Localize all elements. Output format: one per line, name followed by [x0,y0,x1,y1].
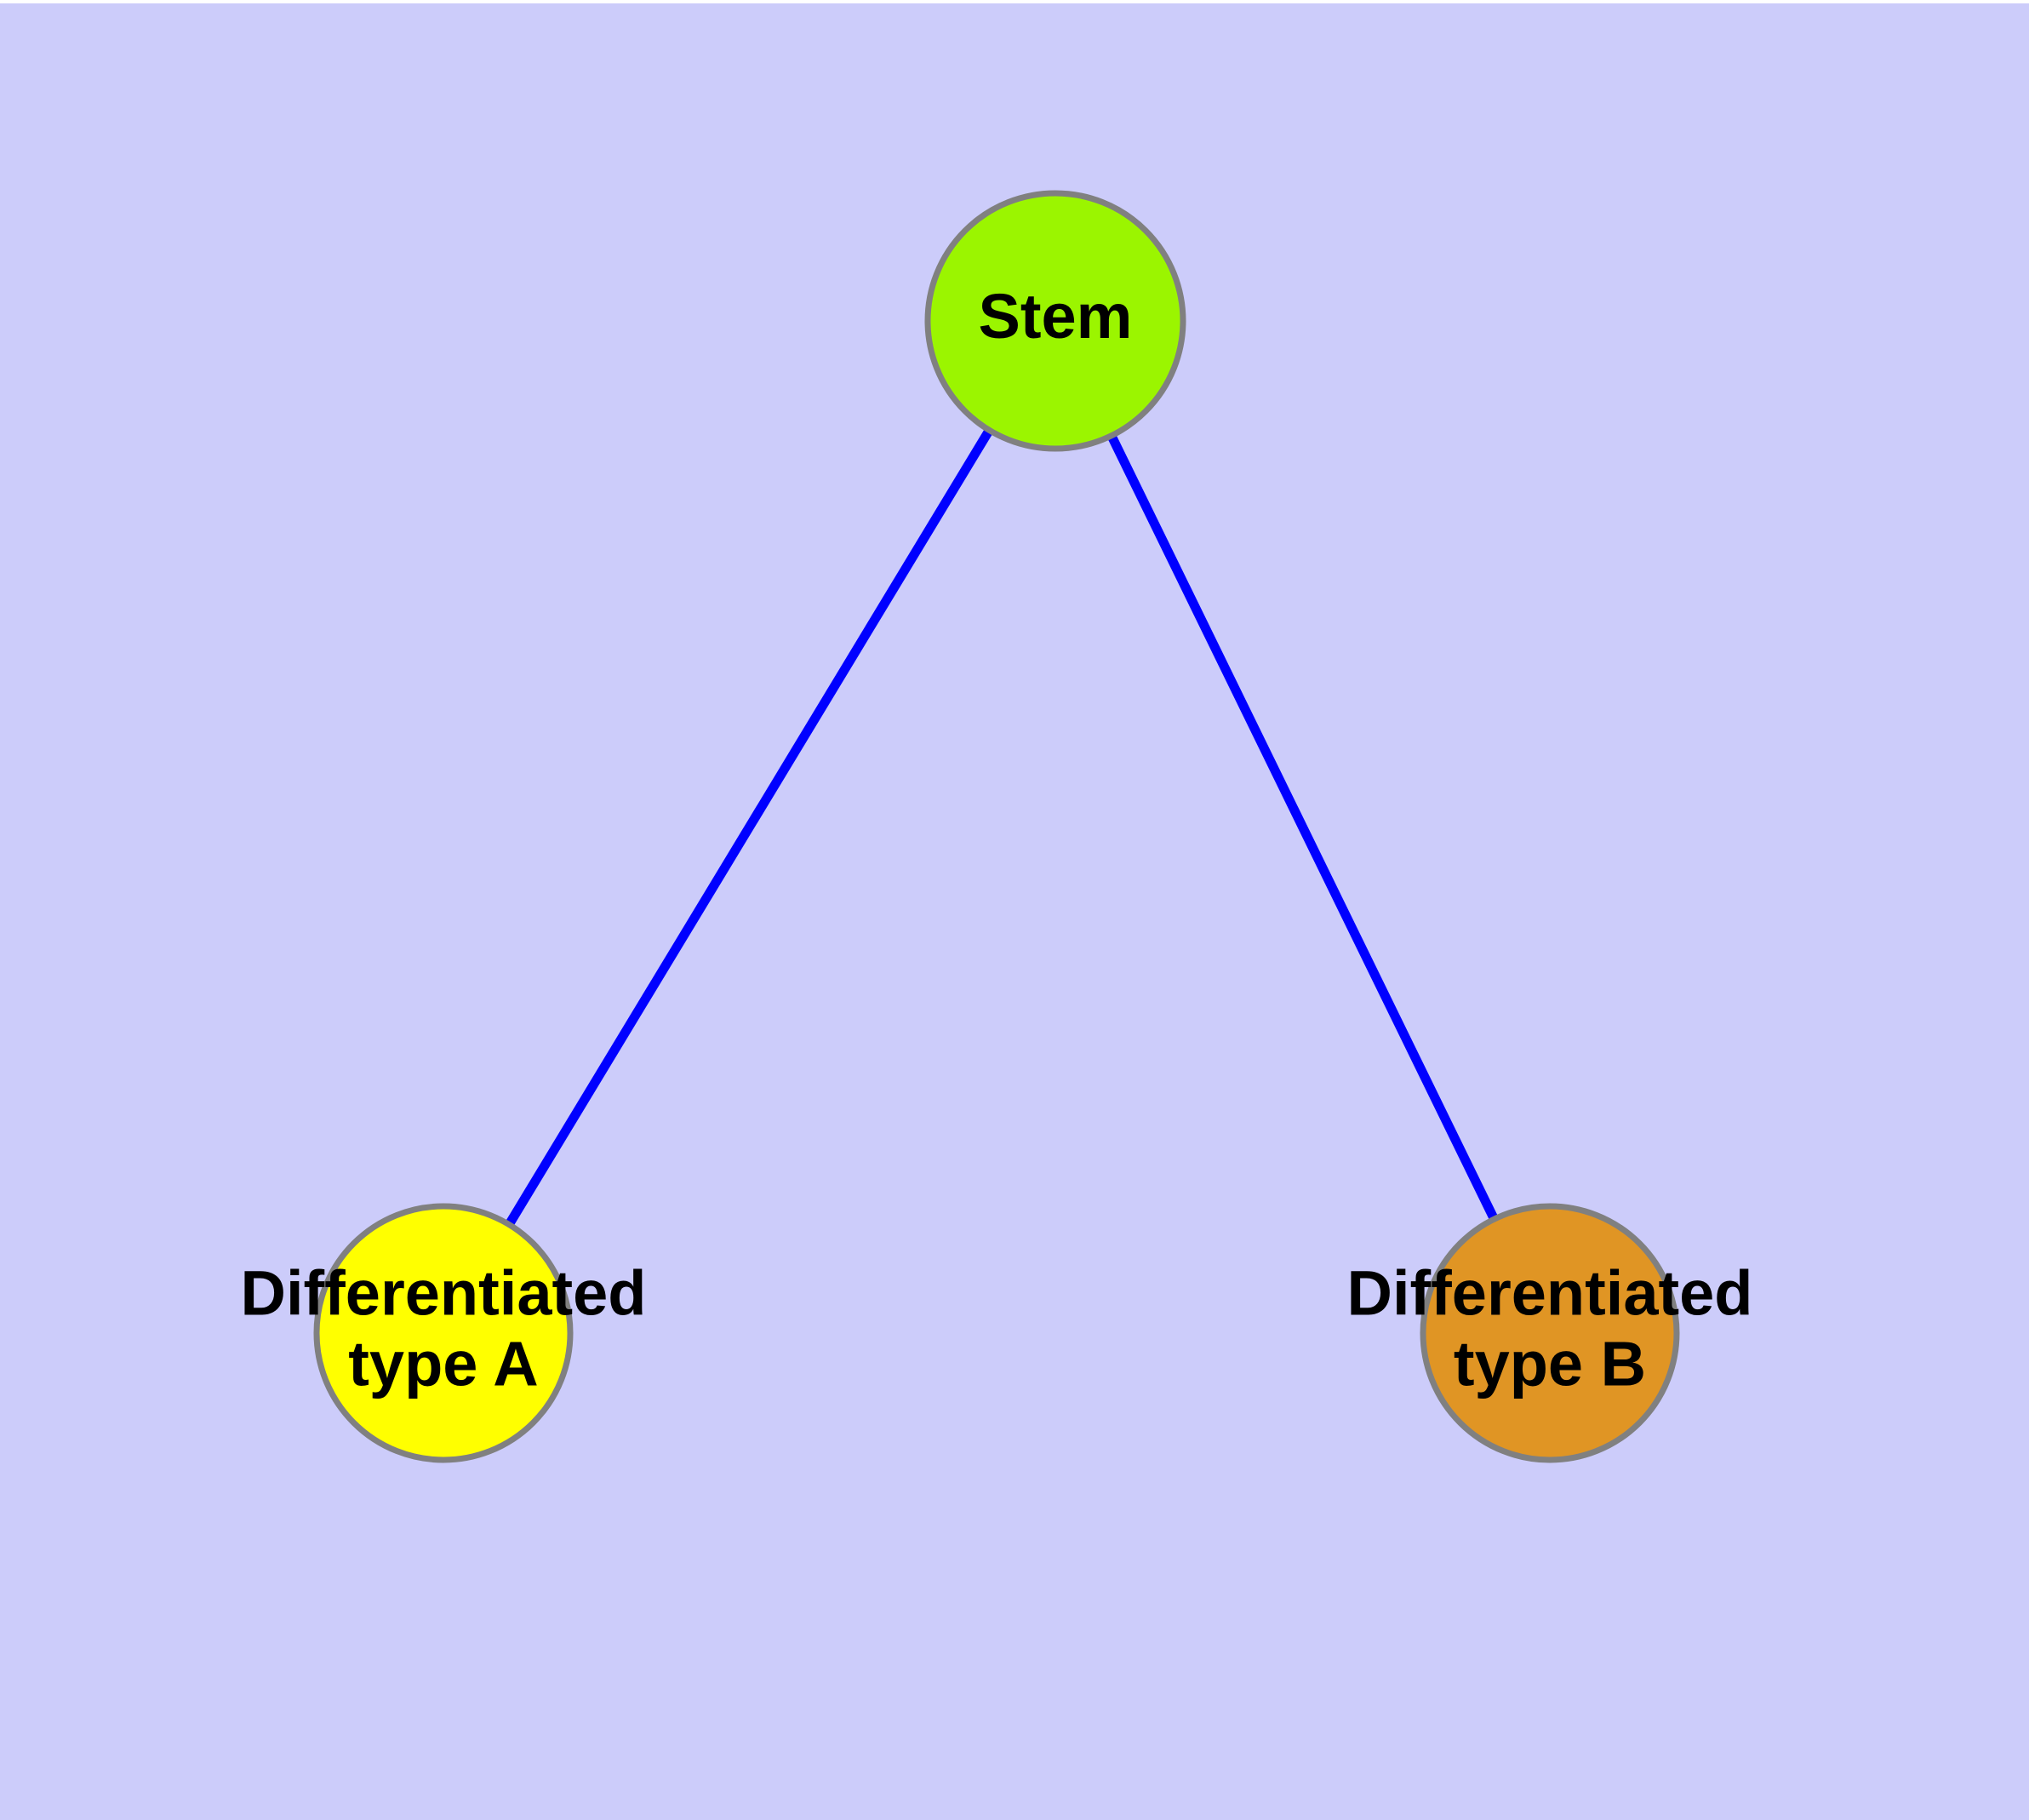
node-stem-label: Stem [979,281,1133,352]
node-diff-b-circle[interactable] [1420,1203,1680,1463]
edge-stem-diff-b[interactable] [1051,318,1554,1336]
node-diff-a-circle[interactable] [313,1203,574,1463]
node-diff-b[interactable] [1420,1203,1680,1463]
node-stem[interactable] [924,190,1186,452]
node-stem-circle[interactable] [924,190,1186,452]
edge-layer [439,318,1554,1336]
edge-stem-diff-a[interactable] [439,318,1060,1336]
node-diff-a[interactable] [313,1203,574,1463]
node-layer [313,190,1680,1463]
